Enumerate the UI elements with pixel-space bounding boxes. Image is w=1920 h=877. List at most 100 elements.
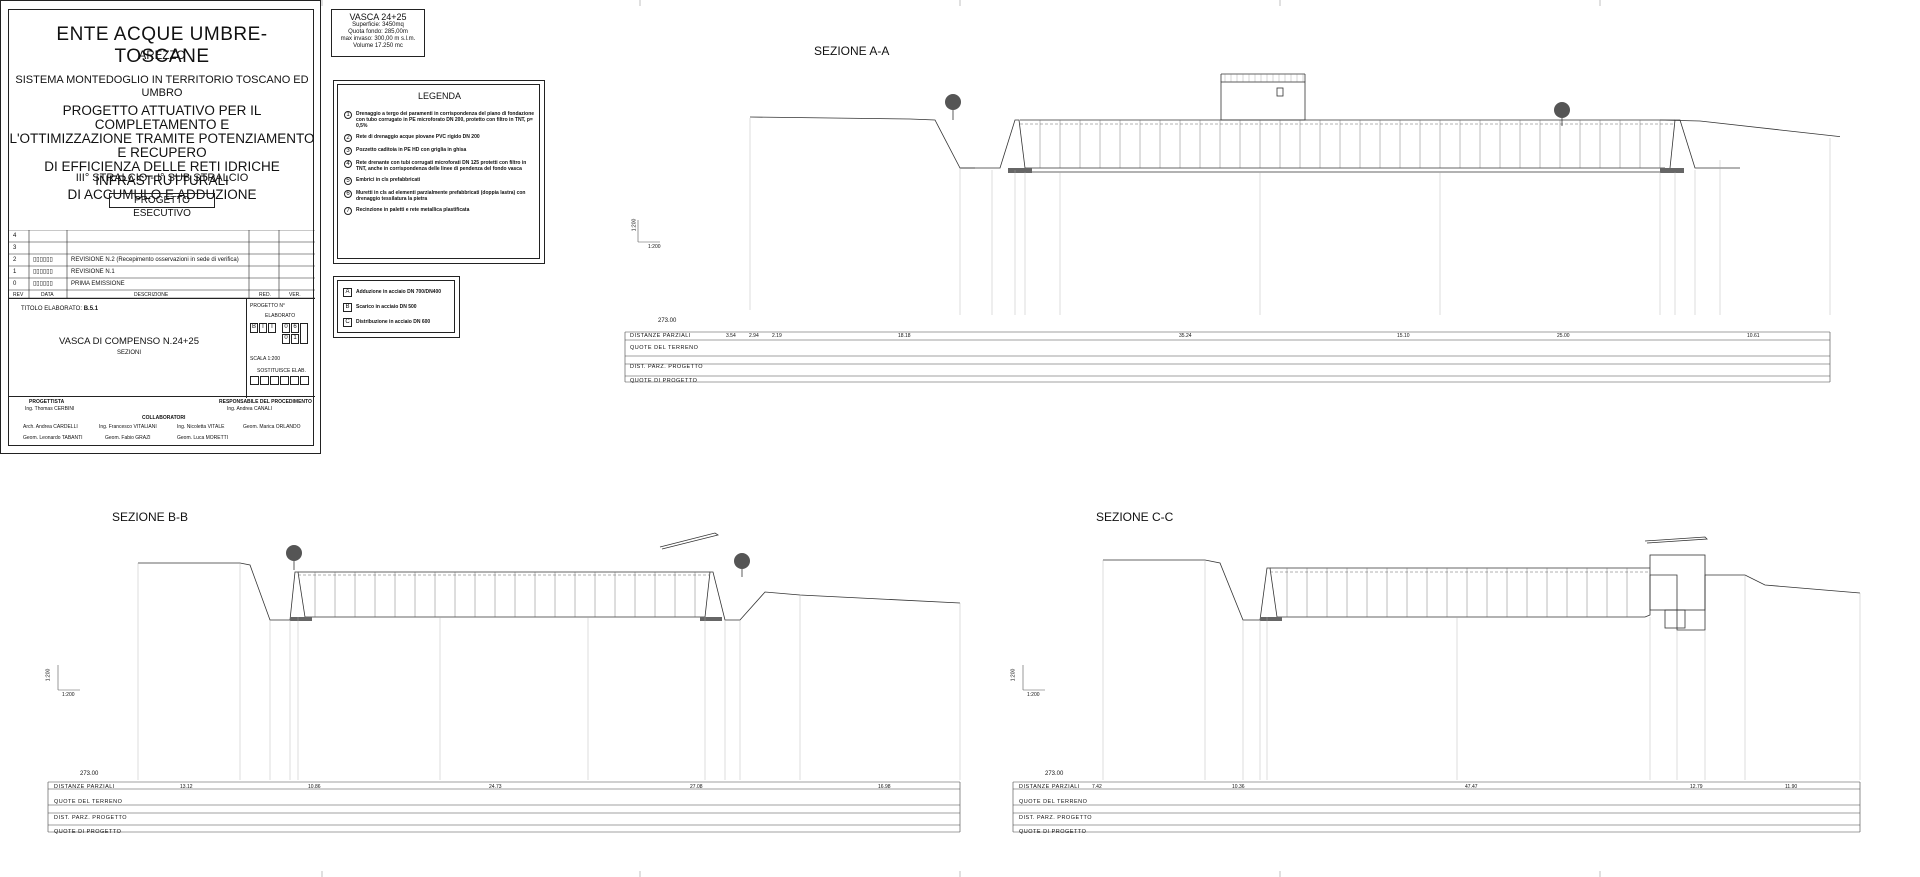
- legenda-item: 1 Drenaggio a tergo dei paramenti in cor…: [344, 111, 536, 129]
- section-a-row-label: DISTANZE PARZIALI: [630, 333, 691, 339]
- section-a-drawing: [624, 73, 1840, 383]
- rev-row-1: 1 ▯▯▯▯▯▯ REVISIONE N.1: [13, 269, 253, 276]
- section-b-row-label: QUOTE DEL TERRENO: [54, 799, 123, 805]
- rev-desc: PRIMA EMISSIONE: [71, 281, 125, 287]
- section-a-scale-v: 1:200: [631, 218, 638, 232]
- distanza: 3.54: [726, 333, 736, 339]
- distanza: 47.47: [1465, 784, 1478, 790]
- legenda-item: 5 Embrici in cls prefabbricati: [344, 177, 536, 185]
- section-a-datum: 273.00: [658, 318, 677, 324]
- legenda-item-text: Drenaggio a tergo dei paramenti in corri…: [356, 111, 535, 129]
- rev-desc: REVISIONE N.2 (Recepimento osservazioni …: [71, 257, 239, 263]
- pipe-text: Adduzione in acciaio DN 700/DN400: [356, 289, 442, 295]
- rev-desc: REVISIONE N.1: [71, 269, 115, 275]
- section-c-row-label: DISTANZE PARZIALI: [1019, 784, 1080, 790]
- progetto-line-3: DI EFFICIENZA DELLE RETI IDRICHE INFRAST…: [44, 159, 280, 188]
- rev-num: 3: [13, 245, 17, 251]
- section-a-row-label: QUOTE DEL TERRENO: [630, 345, 699, 351]
- section-c-scale-h: 1:200: [1027, 692, 1040, 698]
- pipe-item: B Scarico in acciaio DN 500: [343, 303, 417, 312]
- rev-date: ▯▯▯▯▯▯: [33, 269, 53, 275]
- legenda-item: 7 Recinzione in paletti e rete metallica…: [344, 207, 536, 215]
- rev-header-ver: VER.: [289, 292, 301, 298]
- rev-date: ▯▯▯▯▯▯: [33, 281, 53, 287]
- rev-header-red: RED.: [259, 292, 271, 298]
- section-b-scale-v: 1:200: [45, 668, 52, 682]
- legenda-item: 4 Rete drenante con tubi corrugati micro…: [344, 160, 536, 172]
- sost-cell: [280, 376, 289, 385]
- distanza: 16.98: [878, 784, 891, 790]
- distanza: 25.00: [1557, 333, 1570, 339]
- distanza: 15.10: [1397, 333, 1410, 339]
- code-cell: 6: [291, 323, 299, 333]
- legenda-item-text: Muretti in cls ad elementi parzialmente …: [356, 190, 526, 202]
- section-c-scale-v: 1:200: [1010, 668, 1017, 682]
- legenda-title: LEGENDA: [417, 91, 461, 101]
- rev-header-data: DATA: [41, 292, 54, 298]
- responsabile-label: RESPONSABILE DEL PROCEDIMENTO: [219, 399, 312, 405]
- code-cells: B T T 0 6 0 1: [250, 323, 310, 345]
- fase-badge: PROGETTO ESECUTIVO: [109, 193, 215, 219]
- distanza: 11.90: [1785, 784, 1798, 790]
- progettista-label: PROGETTISTA: [29, 399, 65, 405]
- code-cell: 0: [282, 323, 290, 333]
- progetto-line-1: PROGETTO ATTUATIVO PER IL COMPLETAMENTO …: [62, 103, 262, 132]
- title-block-inner: ENTE ACQUE UMBRE-TOSCANE AREZZO SISTEMA …: [8, 9, 315, 446]
- collaboratori-label-text: COLLABORATORI: [142, 415, 186, 421]
- section-a-row-label: DIST. PARZ. PROGETTO: [630, 364, 704, 370]
- terrain-line-right: [1659, 119, 1840, 138]
- legenda-item-num: 4: [344, 160, 352, 168]
- section-b-row-label: QUOTE DI PROGETTO: [54, 829, 122, 835]
- progetto-line-2: L'OTTIMIZZAZIONE TRAMITE POTENZIAMENTO E…: [9, 131, 315, 160]
- city: AREZZO: [138, 50, 186, 62]
- section-c-title: SEZIONE C-C: [1096, 510, 1174, 524]
- rev-row-4: 4: [13, 233, 16, 240]
- collaboratore: Geom. Leonardo TABANTI: [23, 435, 83, 441]
- rev-row-0: 0 ▯▯▯▯▯▯ PRIMA EMISSIONE: [13, 281, 253, 288]
- distanza: 27.08: [690, 784, 703, 790]
- legenda-item-text: Rete di drenaggio acque piovane PVC rigi…: [356, 134, 480, 140]
- legenda-item-text: Rete drenante con tubi corrugati microfo…: [356, 160, 527, 172]
- distanza: 24.73: [489, 784, 502, 790]
- sostituisce: SOSTITUISCE ELAB.: [257, 368, 306, 374]
- distanza: 18.18: [898, 333, 911, 339]
- code-cell: T: [259, 323, 267, 333]
- legenda-item-num: 5: [344, 177, 352, 185]
- distanza: 35.24: [1179, 333, 1192, 339]
- sost-cell: [270, 376, 279, 385]
- code-cell-empty: [300, 323, 308, 344]
- pipe-key: A: [343, 288, 352, 297]
- legenda-item-num: 7: [344, 207, 352, 215]
- rev-row-3: 3: [13, 245, 16, 252]
- pipe-item: C Distribuzione in acciaio DN 600: [343, 318, 430, 327]
- legenda-item-text: Pozzetto caditoia in PE HD con griglia i…: [356, 147, 467, 153]
- pipes-legend-box: A Adduzione in acciaio DN 700/DN400 B Sc…: [333, 276, 460, 338]
- distanza: 13.12: [180, 784, 193, 790]
- section-c-row-label: QUOTE DI PROGETTO: [1019, 829, 1087, 835]
- vasca-line: Quota fondo: 285,00m: [348, 29, 408, 35]
- revision-table-grid: [9, 230, 315, 298]
- titolo-code: B.5.1: [83, 306, 99, 312]
- collaboratore: Geom. Luca MORETTI: [177, 435, 229, 441]
- pipe-key: B: [343, 303, 352, 312]
- sostituisce-cells: [250, 376, 310, 386]
- collaboratore: Geom. Marica ORLANDO: [243, 424, 301, 430]
- distanza: 10.61: [1747, 333, 1760, 339]
- elaborato-label: ELABORATO: [265, 313, 296, 319]
- progettista-block: PROGETTISTA: [29, 399, 64, 405]
- vasca-line: Volume 17.250 mc: [353, 43, 403, 49]
- section-a-title: SEZIONE A-A: [814, 44, 890, 58]
- section-a-scale-h: 1:200: [648, 244, 661, 250]
- signature-divider: [9, 396, 315, 397]
- distanza: 12.79: [1690, 784, 1703, 790]
- legenda-item-text: Embrici in cls prefabbricati: [356, 177, 421, 183]
- basin-floor: [960, 119, 1740, 173]
- rev-header-desc: DESCRIZIONE: [134, 292, 169, 298]
- code-cell: T: [268, 323, 276, 333]
- distanza: 2.19: [772, 333, 782, 339]
- distanza: 10.86: [308, 784, 321, 790]
- legenda-item-num: 6: [344, 190, 352, 198]
- pipe-text: Scarico in acciaio DN 500: [356, 304, 417, 310]
- rev-num: 1: [13, 269, 17, 275]
- distanza: 2.94: [749, 333, 759, 339]
